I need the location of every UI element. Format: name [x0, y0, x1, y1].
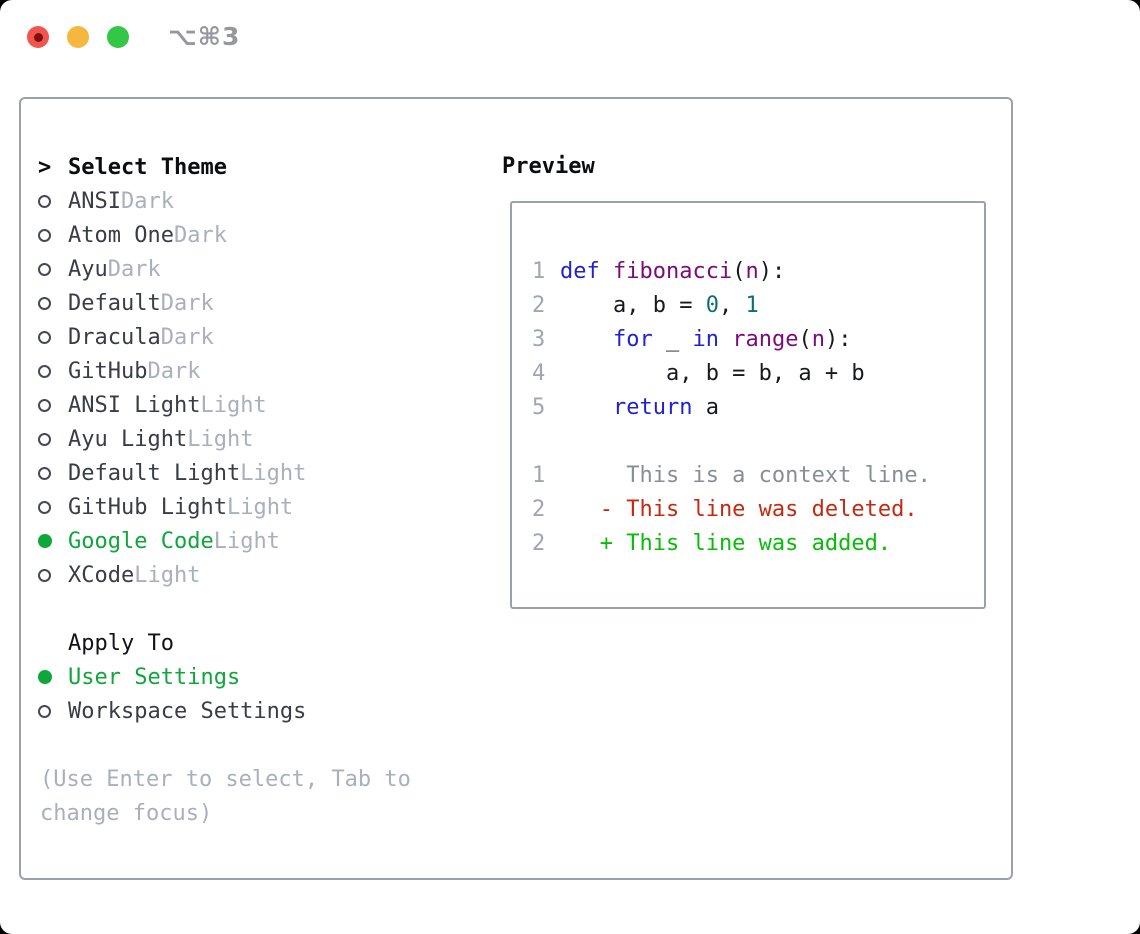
radio-icon: [38, 558, 68, 592]
radio-icon: [38, 354, 68, 388]
code-line: 2 - This line was deleted.: [532, 493, 984, 527]
option-label: GitHub: [68, 358, 148, 384]
theme-option[interactable]: GitHub Dark: [38, 354, 306, 388]
option-variant: Dark: [160, 324, 214, 350]
radio-icon: [38, 286, 68, 320]
theme-option[interactable]: XCode Light: [38, 558, 306, 592]
theme-option[interactable]: Dracula Dark: [38, 320, 306, 354]
apply-to-header-spacer: [38, 626, 68, 660]
radio-icon: [38, 218, 68, 252]
option-variant: Light: [200, 392, 267, 418]
option-variant: Light: [240, 460, 307, 486]
theme-option[interactable]: ANSI Light Light: [38, 388, 306, 422]
theme-list-title: Select Theme: [68, 154, 227, 180]
apply-to-title: Apply To: [68, 630, 174, 656]
option-label: ANSI Light: [68, 392, 201, 418]
theme-option[interactable]: ANSI Dark: [38, 184, 306, 218]
option-label: XCode: [68, 562, 135, 588]
maximize-button[interactable]: [107, 26, 129, 48]
option-label: Default Light: [68, 460, 241, 486]
hint-text: (Use Enter to select, Tab to change focus…: [40, 762, 411, 830]
preview-title: Preview: [502, 154, 595, 179]
radio-icon: [38, 252, 68, 286]
hint-line: (Use Enter to select, Tab to: [40, 766, 411, 792]
radio-icon: [38, 184, 68, 218]
option-variant: Dark: [107, 256, 161, 282]
option-label: ANSI: [68, 188, 121, 214]
radio-selected-icon: [38, 524, 68, 558]
option-label: Ayu: [68, 256, 108, 282]
code-line: 3 for _ in range(n):: [532, 323, 984, 357]
option-label: Ayu Light: [68, 426, 188, 452]
option-label: User Settings: [68, 664, 241, 690]
line-number: 1: [532, 259, 546, 284]
code-line: 1 This is a context line.: [532, 459, 984, 493]
theme-option[interactable]: Google Code Light: [38, 524, 306, 558]
option-variant: Light: [213, 528, 280, 554]
window-title-shortcut: ⌥⌘3: [168, 22, 241, 51]
theme-option[interactable]: Ayu Light Light: [38, 422, 306, 456]
theme-option[interactable]: Ayu Dark: [38, 252, 306, 286]
code-line: 2 + This line was added.: [532, 527, 984, 561]
line-number: 5: [532, 395, 546, 420]
radio-icon: [38, 456, 68, 490]
apply-to-option[interactable]: User Settings: [38, 660, 306, 694]
close-dot-icon: [33, 32, 43, 42]
minimize-button[interactable]: [67, 26, 89, 48]
line-number: 2: [532, 293, 546, 318]
line-number: 3: [532, 327, 546, 352]
line-number: 2: [532, 497, 546, 522]
titlebar: ⌥⌘3: [0, 0, 1140, 74]
hint-line: change focus): [40, 800, 213, 826]
option-variant: Light: [134, 562, 201, 588]
radio-icon: [38, 320, 68, 354]
focus-cursor-icon: >: [38, 154, 52, 180]
theme-option[interactable]: Default Light Light: [38, 456, 306, 490]
radio-selected-icon: [38, 660, 68, 694]
theme-option[interactable]: GitHub Light Light: [38, 490, 306, 524]
option-label: Default: [68, 290, 161, 316]
option-label: Dracula: [68, 324, 161, 350]
option-variant: Dark: [160, 290, 214, 316]
line-number: 4: [532, 361, 546, 386]
code-line: 4 a, b = b, a + b: [532, 357, 984, 391]
theme-list-header: > Select Theme: [38, 150, 306, 184]
radio-icon: [38, 422, 68, 456]
option-variant: Dark: [147, 358, 201, 384]
radio-icon: [38, 694, 68, 728]
line-number: 2: [532, 531, 546, 556]
code-line: 2 a, b = 0, 1: [532, 289, 984, 323]
close-button[interactable]: [27, 26, 49, 48]
theme-option[interactable]: Default Dark: [38, 286, 306, 320]
code-line: [532, 425, 984, 459]
apply-to-header: Apply To: [38, 626, 306, 660]
option-label: GitHub Light: [68, 494, 227, 520]
option-variant: Light: [226, 494, 294, 520]
option-variant: Light: [187, 426, 254, 452]
code-line: 5 return a: [532, 391, 984, 425]
apply-to-option[interactable]: Workspace Settings: [38, 694, 306, 728]
option-variant: Dark: [173, 222, 227, 248]
option-label: Google Code: [68, 528, 214, 554]
option-label: Workspace Settings: [68, 698, 307, 724]
radio-icon: [38, 388, 68, 422]
radio-icon: [38, 490, 68, 524]
theme-option[interactable]: Atom One Dark: [38, 218, 306, 252]
option-variant: Dark: [120, 188, 174, 214]
option-label: Atom One: [68, 222, 174, 248]
line-number: 1: [532, 463, 546, 488]
